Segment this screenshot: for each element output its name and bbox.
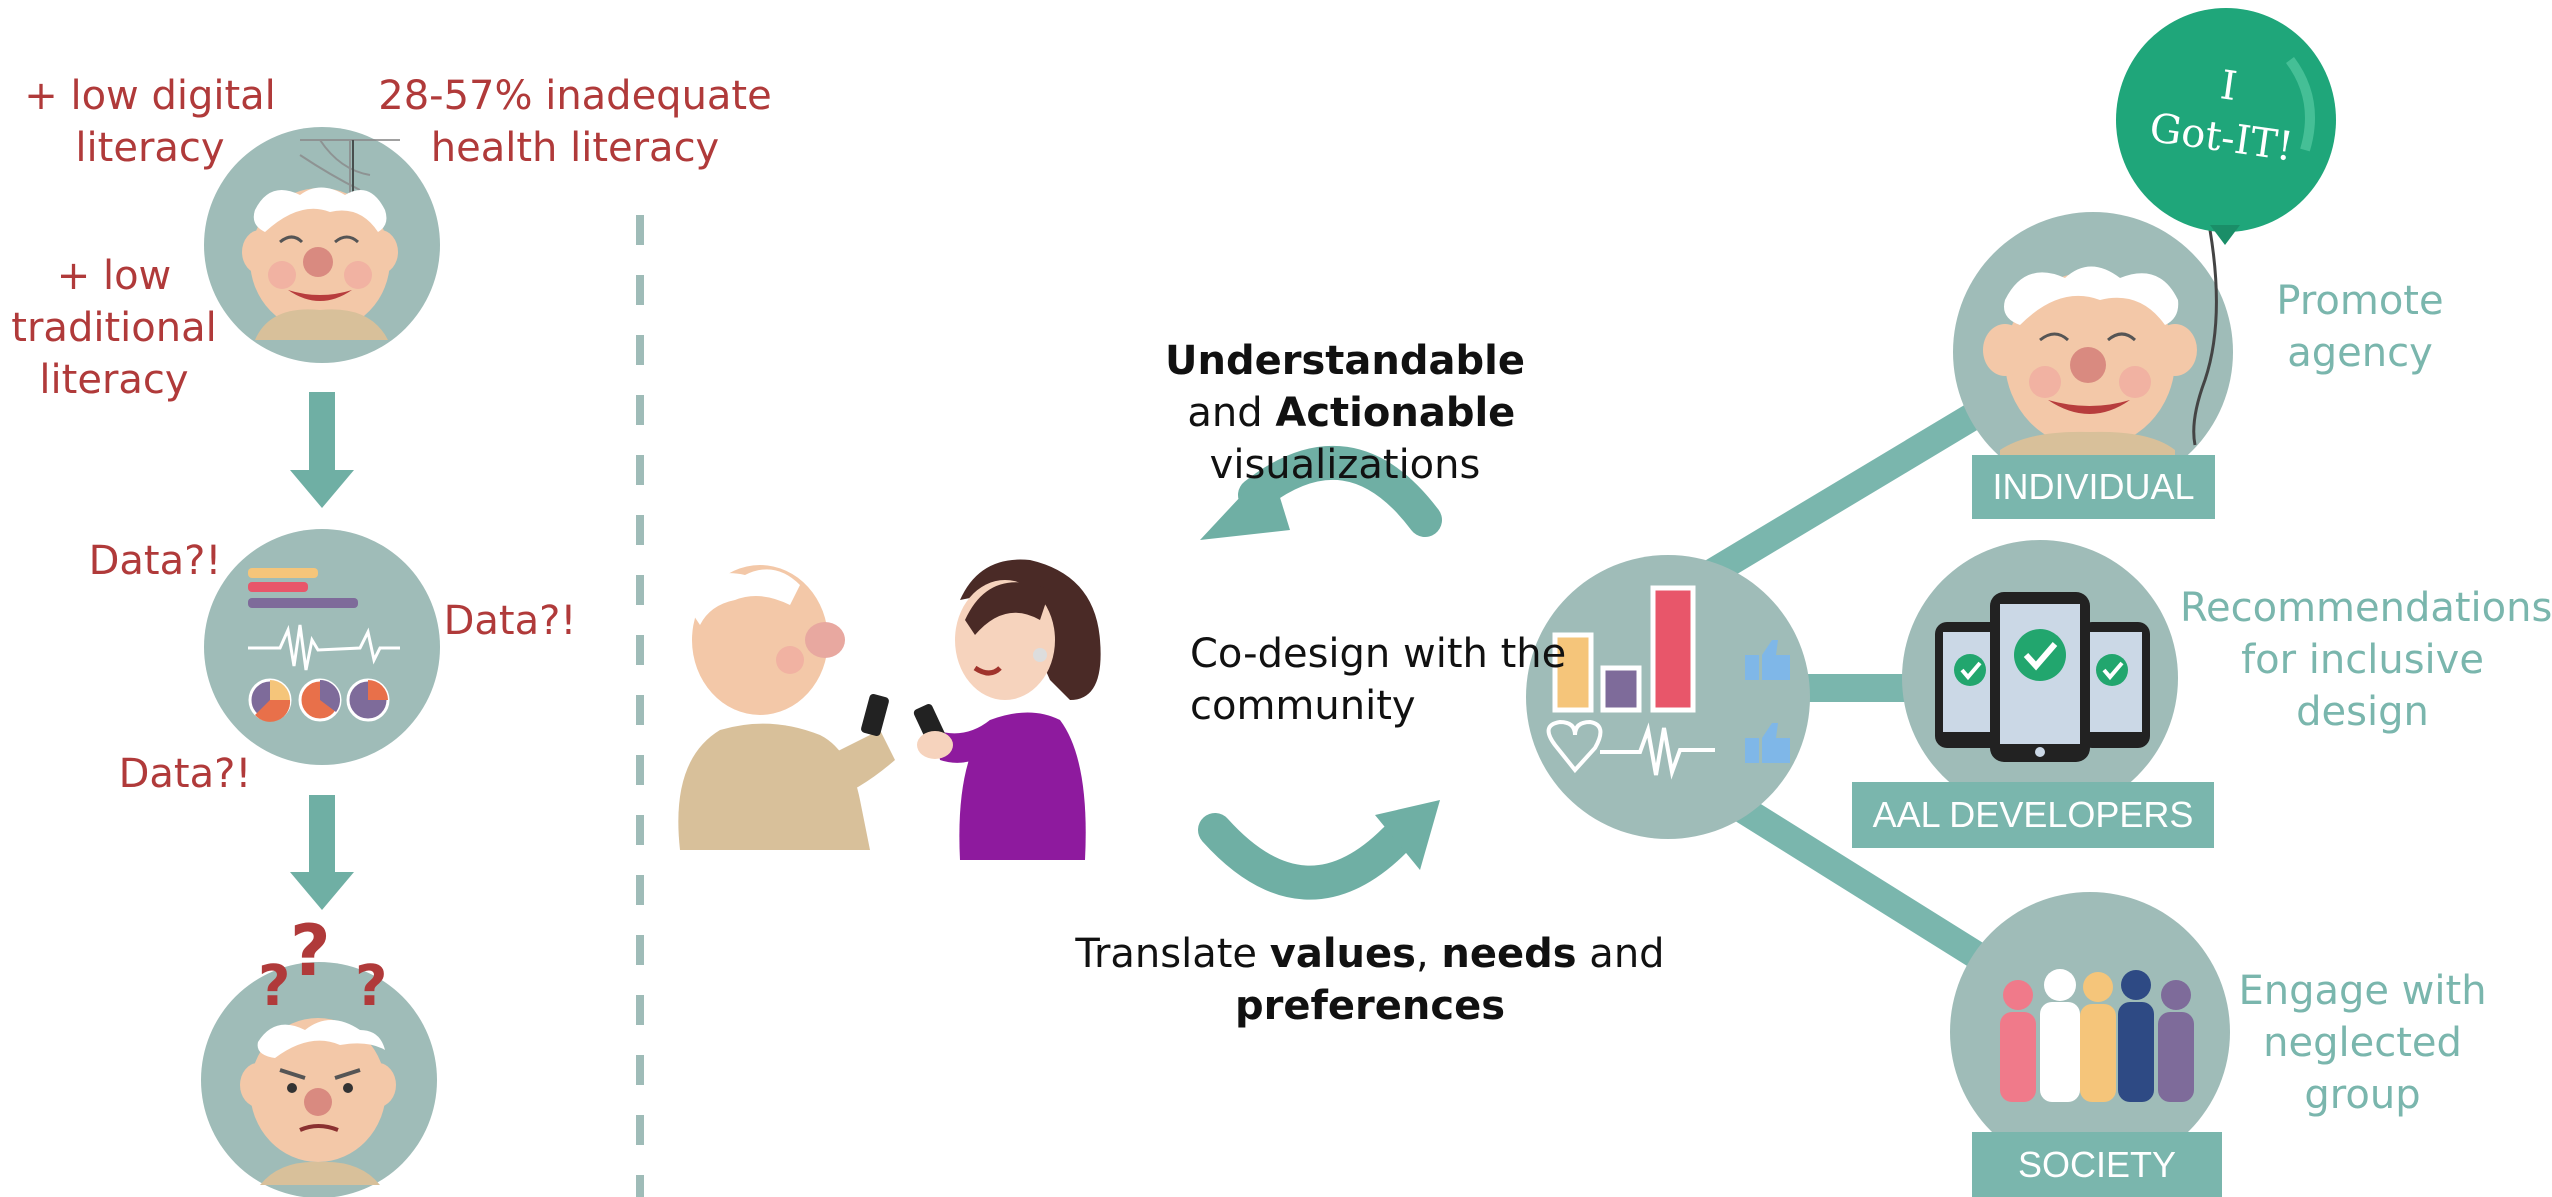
balloon-icon	[2116, 8, 2336, 446]
data-question-3: Data?!	[118, 751, 252, 797]
elderly-man-avatar-top	[204, 127, 440, 363]
inadequate-health-literacy-label: 28-57% inadequate health literacy	[375, 70, 775, 174]
recommendations-caption: Recommendations for inclusive design	[2180, 582, 2552, 738]
center-caption-line2: community	[1190, 683, 1416, 729]
preferences-bold: preferences	[1235, 983, 1505, 1029]
promote-agency-line2: agency	[2287, 330, 2433, 376]
bottom-caption-line2: preferences	[1060, 980, 1680, 1032]
curved-arrow-top	[1200, 446, 1442, 540]
center-caption-line1: Co-design with the	[1190, 631, 1567, 677]
bottom-caption: Translate values, needs and preferences	[1060, 928, 1680, 1032]
svg-text:?: ?	[290, 910, 331, 992]
bottom-caption-line1: Translate values, needs and	[1060, 928, 1680, 980]
values-bold: values	[1269, 931, 1416, 977]
top-caption-line2: visualizations	[1209, 442, 1481, 488]
elderly-man-with-phone	[678, 565, 895, 850]
engage-line3: group	[2304, 1072, 2421, 1118]
visualization-hub-circle	[1526, 555, 1810, 839]
comma-text: ,	[1415, 931, 1442, 977]
question-mark-icon: ? ? ?	[258, 910, 387, 1019]
data-question-2: Data?!	[443, 598, 577, 644]
aal-developers-label: AAL DEVELOPERS	[1852, 782, 2214, 848]
engage-line1: Engage with	[2238, 968, 2487, 1014]
top-caption: Understandable and Actionable visualizat…	[1000, 335, 1690, 491]
phone-check-icon	[1935, 592, 2150, 762]
people-group-icon	[2000, 969, 2194, 1102]
translate-text: Translate	[1075, 931, 1270, 977]
data-question-1: Data?!	[88, 538, 222, 584]
confused-elderly-man-avatar	[201, 962, 437, 1197]
inadequate-health-line1: 28-57% inadequate	[378, 73, 772, 119]
thumbs-up-icon	[1745, 640, 1790, 763]
low-digital-line1: + low digital	[24, 73, 276, 119]
society-circle	[1950, 892, 2230, 1172]
curved-arrow-bottom	[1198, 800, 1440, 900]
heart-pulse-icon	[1546, 719, 1603, 774]
promote-agency-line1: Promote	[2276, 278, 2444, 324]
society-label: SOCIETY	[1972, 1132, 2222, 1197]
recommendations-line2: for inclusive	[2241, 637, 2484, 683]
pulse-line-icon	[248, 624, 400, 671]
understandable-bold: Understandable	[1165, 338, 1525, 384]
individual-avatar-circle	[1953, 212, 2233, 492]
individual-label: INDIVIDUAL	[1972, 455, 2215, 519]
actionable-bold: Actionable	[1275, 390, 1516, 436]
engage-line2: neglected	[2263, 1020, 2462, 1066]
top-caption-line1: Understandable and Actionable	[1000, 335, 1690, 439]
low-digital-line2: literacy	[75, 125, 225, 171]
down-arrow-1	[290, 392, 354, 508]
connector-bars	[1692, 387, 2008, 982]
svg-text:?: ?	[355, 954, 387, 1019]
recommendations-line1: Recommendations	[2180, 585, 2552, 631]
low-traditional-literacy-label: + low traditional literacy	[0, 250, 228, 406]
inadequate-health-line2: health literacy	[430, 125, 720, 171]
low-digital-literacy-label: + low digital literacy	[20, 70, 280, 174]
and-text-2: and	[1576, 931, 1665, 977]
center-caption: Co-design with the community	[1190, 628, 1590, 732]
pie-chart-icon	[248, 678, 390, 722]
recommendations-line3: design	[2296, 689, 2429, 735]
low-traditional-line3: literacy	[39, 357, 189, 403]
promote-agency-caption: Promote agency	[2240, 275, 2480, 379]
low-traditional-line2: traditional	[11, 305, 217, 351]
developers-circle	[1902, 540, 2178, 816]
svg-text:?: ?	[258, 954, 290, 1019]
young-woman-with-phone	[913, 559, 1101, 860]
down-arrow-2	[290, 795, 354, 910]
low-traditional-line1: + low	[56, 253, 172, 299]
and-text: and	[1174, 390, 1276, 436]
data-overload-circle	[204, 529, 440, 765]
bar-chart-icon	[248, 568, 358, 608]
engage-caption: Engage with neglected group	[2225, 965, 2500, 1121]
needs-bold: needs	[1441, 931, 1577, 977]
